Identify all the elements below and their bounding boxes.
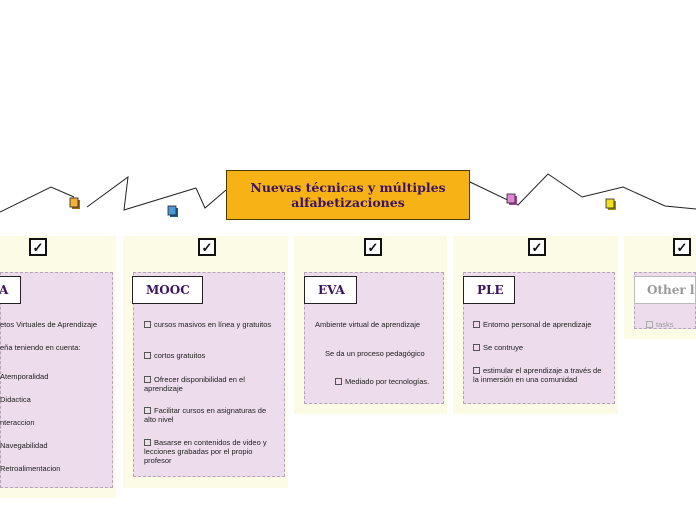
list-item-text: Entorno personal de aprendizaje (483, 320, 592, 329)
pink-sticker-icon (506, 193, 517, 205)
list-item[interactable]: Basarse en contenidos de video y leccion… (144, 438, 278, 465)
list-item-text: Mediado por tecnologías. (345, 377, 430, 386)
checkbox-square-icon[interactable] (646, 321, 653, 328)
checkbox-square-icon[interactable] (335, 378, 342, 385)
topic-label-3[interactable]: PLE (463, 276, 515, 304)
list-item-text: tasks (656, 320, 674, 329)
list-item[interactable]: Atemporalidad (0, 372, 49, 381)
connector-right-2 (581, 186, 696, 210)
list-item[interactable]: Mediado por tecnologías. (335, 377, 429, 386)
list-item[interactable]: Didactica (0, 395, 31, 404)
list-item[interactable]: cursos masivos en línea y gratuitos (144, 320, 274, 329)
checkbox-square-icon[interactable] (144, 321, 151, 328)
checkbox-square-icon[interactable] (144, 376, 151, 383)
topic-label-0[interactable]: A (0, 276, 21, 304)
list-item[interactable]: eña teniendo en cuenta: (0, 343, 81, 352)
list-item[interactable]: tasks (646, 320, 674, 329)
checkbox-icon[interactable]: ✓ (198, 238, 216, 256)
orange-sticker-icon (69, 197, 80, 209)
list-item[interactable]: Se da un proceso pedagógico (325, 349, 425, 358)
topic-label-2[interactable]: EVA (304, 276, 357, 304)
list-item-text: Ofrecer disponibilidad en el aprendizaje (144, 375, 245, 393)
list-item[interactable]: Se contruye (473, 343, 523, 352)
list-item[interactable]: nteraccion (0, 418, 35, 427)
connector-right-1 (469, 173, 583, 206)
checkbox-square-icon[interactable] (473, 344, 480, 351)
list-item[interactable]: Facilitar cursos en asignaturas de alto … (144, 406, 280, 424)
checkbox-icon[interactable]: ✓ (528, 238, 546, 256)
list-item-text: Facilitar cursos en asignaturas de alto … (144, 406, 267, 424)
topic-label-4[interactable]: Other li (634, 276, 696, 304)
connector-left-2 (195, 187, 227, 209)
inner-panel-1 (133, 272, 285, 477)
list-item[interactable]: Entorno personal de aprendizaje (473, 320, 591, 329)
central-topic[interactable]: Nuevas técnicas y múltiples alfabetizaci… (226, 170, 470, 220)
checkbox-icon[interactable]: ✓ (673, 238, 691, 256)
list-item[interactable]: Retroalimentacion (0, 464, 61, 473)
list-item-text: Basarse en contenidos de video y leccion… (144, 438, 267, 465)
connector-left-0 (0, 186, 75, 213)
list-item-text: cortos gratuitos (154, 351, 206, 360)
list-item-text: cursos masivos en línea y gratuitos (154, 320, 272, 329)
checkbox-square-icon[interactable] (144, 407, 151, 414)
yellow-sticker-icon (605, 198, 616, 210)
list-item-text: Se contruye (483, 343, 524, 352)
list-item[interactable]: Navegabilidad (0, 441, 48, 450)
checkbox-square-icon[interactable] (473, 367, 480, 374)
list-item[interactable]: cortos gratuitos (144, 351, 205, 360)
blue-sticker-icon (167, 205, 178, 217)
list-item-text: estimular el aprendizaje a través de la … (473, 366, 602, 384)
list-item[interactable]: Ofrecer disponibilidad en el aprendizaje (144, 375, 274, 393)
inner-panel-0 (0, 272, 113, 488)
list-item[interactable]: etos Virtuales de Aprendizaje (0, 320, 98, 329)
topic-label-1[interactable]: MOOC (132, 276, 203, 304)
central-topic-title: Nuevas técnicas y múltiples alfabetizaci… (250, 180, 446, 210)
checkbox-square-icon[interactable] (144, 352, 151, 359)
list-item[interactable]: Ambiente virtual de aprendizaje (315, 320, 421, 329)
list-item[interactable]: estimular el aprendizaje a través de la … (473, 366, 607, 384)
checkbox-square-icon[interactable] (473, 321, 480, 328)
checkbox-square-icon[interactable] (144, 439, 151, 446)
checkbox-icon[interactable]: ✓ (364, 238, 382, 256)
checkbox-icon[interactable]: ✓ (29, 238, 47, 256)
connector-left-1 (86, 175, 197, 211)
